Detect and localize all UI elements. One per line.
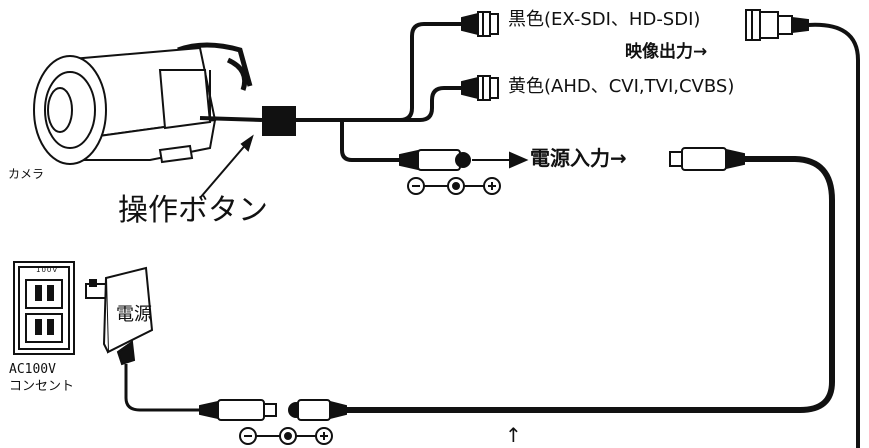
control-button-label: 操作ボタン <box>118 193 268 228</box>
dc-plug-power-in <box>669 147 745 171</box>
bnc-output-connector <box>745 9 809 41</box>
control-button-box <box>262 106 296 136</box>
ac-outlet-label-line1: AC100V <box>9 362 56 377</box>
adapter-cable <box>124 364 200 412</box>
polarity-diagram-top <box>407 177 501 195</box>
camera-label: カメラ <box>8 167 45 181</box>
wall-outlet <box>13 261 75 355</box>
yellow-cable-label: 黄色(AHD、CVI,TVI,CVBS) <box>508 76 735 97</box>
ac-outlet-label-line2: コンセント <box>9 379 75 394</box>
control-button-pointer <box>199 134 254 199</box>
dc-jack-camera <box>399 149 471 171</box>
bnc-connector-black <box>461 11 499 37</box>
polarity-diagram-bottom <box>239 427 333 445</box>
bottom-arrow-label: ↑ <box>505 423 522 447</box>
black-cable-label: 黒色(EX-SDI、HD-SDI) <box>508 9 701 30</box>
power-input-arrow <box>472 151 529 169</box>
outlet-voltage-label: 100V <box>36 266 59 274</box>
video-output-cable <box>807 22 860 448</box>
camera-cables <box>199 22 462 162</box>
power-supply-label: 電源 <box>116 304 152 325</box>
camera-illustration <box>33 42 253 165</box>
bnc-connector-yellow <box>461 75 499 101</box>
power-input-label: 電源入力→ <box>530 146 627 170</box>
power-adapter <box>85 266 154 366</box>
dc-extension-cable <box>345 156 835 413</box>
video-output-label: 映像出力→ <box>625 42 708 62</box>
dc-plug-adapter <box>199 399 277 421</box>
dc-jack-extension <box>288 399 347 421</box>
